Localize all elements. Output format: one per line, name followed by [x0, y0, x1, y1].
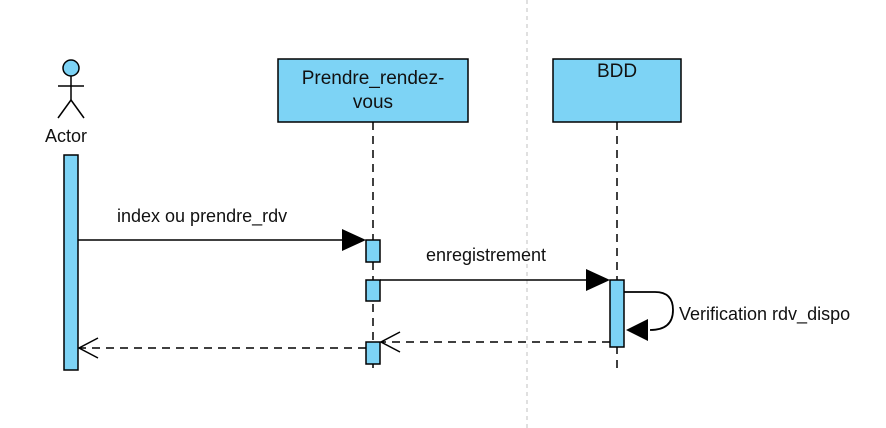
actor-figure [57, 59, 85, 119]
arrowhead-verification [626, 319, 648, 341]
arrowhead-index [342, 229, 366, 251]
activation-prendre-1 [365, 239, 381, 263]
participant-box-bdd [552, 58, 682, 123]
message-label-verification: Verification rdv_dispo [679, 304, 851, 324]
return-arrowhead-prendre [77, 337, 99, 359]
self-message-verification [624, 291, 674, 331]
participant-label-prendre: Prendre_rendez- vous [278, 59, 468, 122]
arrowhead-enregistrement [586, 269, 610, 291]
participant-label-bdd: BDD [596, 61, 638, 82]
participant-label-prendre-line2: vous [352, 91, 394, 113]
actor-activation-bar [63, 154, 79, 371]
participant-box-prendre [277, 58, 469, 123]
message-label-index: index ou prendre_rdv [117, 206, 288, 226]
participant-label-prendre-line1: Prendre_rendez- [301, 67, 445, 89]
actor-head [62, 59, 80, 77]
activation-bdd [609, 279, 625, 348]
message-label-enregistrement: enregistrement [426, 245, 547, 265]
actor-label: Actor [45, 126, 88, 146]
return-arrowhead-bdd [379, 331, 401, 353]
activation-prendre-3 [365, 341, 381, 365]
activation-prendre-2 [365, 279, 381, 302]
